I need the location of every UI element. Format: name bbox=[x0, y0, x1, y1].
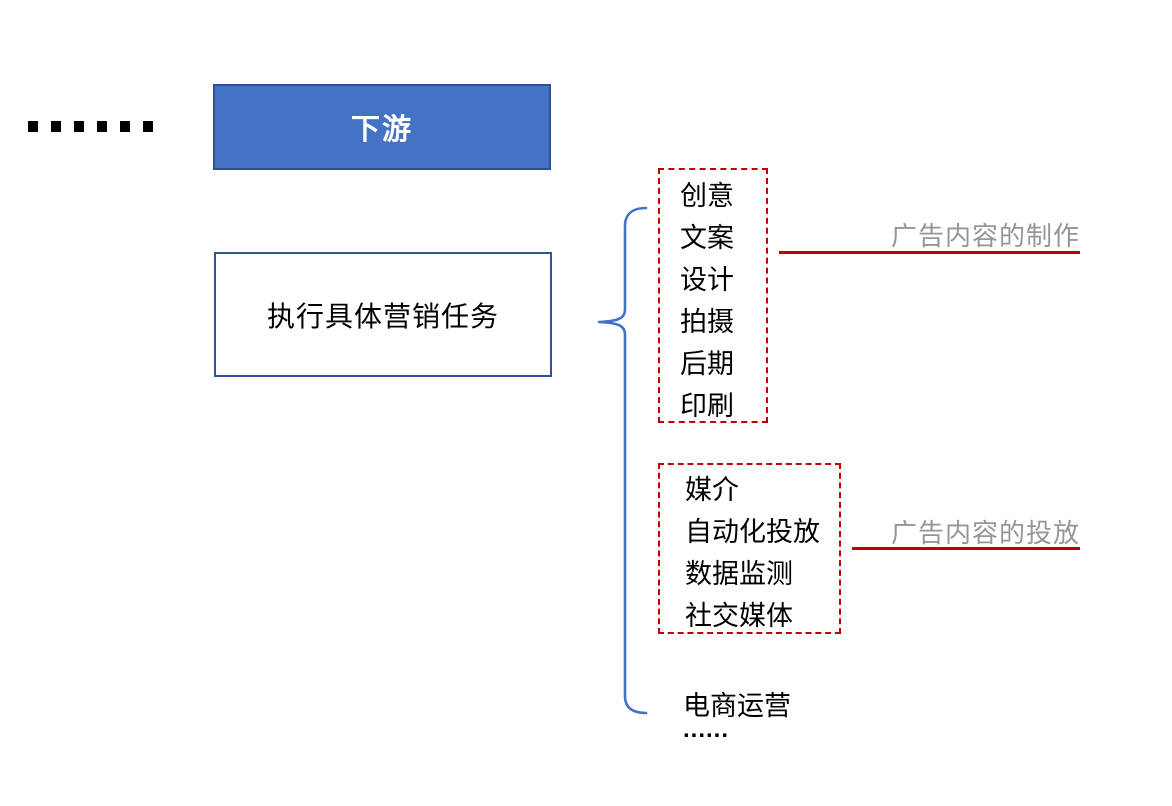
placement-item: 自动化投放 bbox=[685, 517, 820, 547]
ellipsis-dots bbox=[28, 121, 153, 132]
task-box: 执行具体营销任务 bbox=[214, 252, 552, 377]
ellipsis-dot bbox=[120, 121, 130, 132]
ecommerce-label: 电商运营 bbox=[683, 691, 791, 721]
placement-annotation: 广告内容的投放 bbox=[890, 518, 1080, 548]
placement-item: 数据监测 bbox=[685, 559, 793, 589]
placement-item: 社交媒体 bbox=[685, 601, 793, 631]
production-underline bbox=[779, 251, 1080, 254]
production-item: 设计 bbox=[680, 265, 734, 295]
placement-underline bbox=[852, 547, 1080, 550]
bottom-ellipsis: ...... bbox=[683, 716, 730, 743]
task-box-label: 执行具体营销任务 bbox=[266, 300, 499, 332]
ellipsis-dot bbox=[143, 121, 153, 132]
ellipsis-dot bbox=[74, 121, 84, 132]
ellipsis-dot bbox=[97, 121, 107, 132]
ellipsis-dot bbox=[51, 121, 61, 132]
placement-item: 媒介 bbox=[685, 475, 739, 505]
placement-group-box: 媒介 自动化投放 数据监测 社交媒体 bbox=[658, 463, 841, 634]
production-annotation: 广告内容的制作 bbox=[890, 221, 1080, 251]
curly-brace bbox=[597, 206, 648, 715]
production-item: 创意 bbox=[680, 181, 734, 211]
production-item: 印刷 bbox=[680, 391, 734, 421]
production-item: 拍摄 bbox=[680, 307, 734, 337]
downstream-header-label: 下游 bbox=[350, 114, 413, 146]
production-item: 文案 bbox=[680, 223, 734, 253]
downstream-header-box: 下游 bbox=[213, 84, 551, 170]
production-group-box: 创意 文案 设计 拍摄 后期 印刷 bbox=[658, 168, 768, 423]
ellipsis-dot bbox=[28, 121, 38, 132]
production-item: 后期 bbox=[680, 349, 734, 379]
